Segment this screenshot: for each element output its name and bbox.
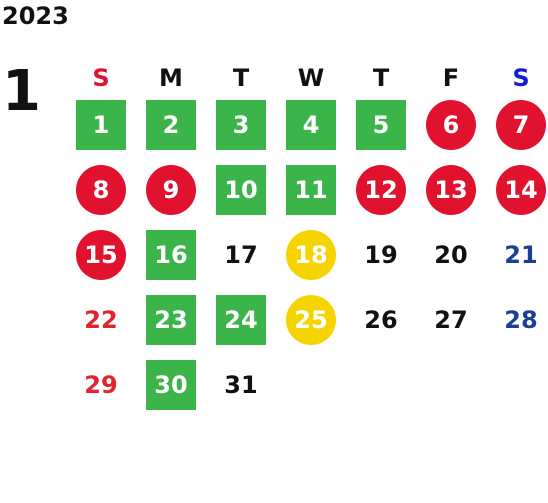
week-row: 15 16 17 18 19 20 21 <box>66 230 548 295</box>
day-cell: 13 <box>416 165 486 230</box>
weekday-header-row: S M T W T F S <box>66 62 548 100</box>
day-number: 8 <box>76 165 126 215</box>
weekday-saturday: S <box>512 64 530 92</box>
week-row: 29 30 31 <box>66 360 548 425</box>
day-number: 31 <box>224 371 258 399</box>
day-cell <box>276 360 346 425</box>
day-number: 13 <box>426 165 476 215</box>
day-cell: 2 <box>136 100 206 165</box>
day-cell: 11 <box>276 165 346 230</box>
day-cell: 16 <box>136 230 206 295</box>
day-cell: 10 <box>206 165 276 230</box>
day-cell <box>416 360 486 425</box>
day-number: 23 <box>146 295 196 345</box>
day-cell: 6 <box>416 100 486 165</box>
day-number: 18 <box>286 230 336 280</box>
week-row: 22 23 24 25 26 27 28 <box>66 295 548 360</box>
day-cell: 5 <box>346 100 416 165</box>
day-cell: 28 <box>486 295 548 360</box>
day-number: 29 <box>84 371 118 399</box>
day-number: 28 <box>504 306 538 334</box>
day-cell: 4 <box>276 100 346 165</box>
day-cell: 15 <box>66 230 136 295</box>
day-cell: 19 <box>346 230 416 295</box>
day-number: 6 <box>426 100 476 150</box>
day-cell: 21 <box>486 230 548 295</box>
day-cell: 12 <box>346 165 416 230</box>
day-number: 20 <box>434 241 468 269</box>
day-cell: 7 <box>486 100 548 165</box>
weekday-friday: F <box>442 64 460 92</box>
day-number: 11 <box>286 165 336 215</box>
day-cell: 22 <box>66 295 136 360</box>
weekday-monday: M <box>159 64 183 92</box>
day-cell: 20 <box>416 230 486 295</box>
day-cell: 27 <box>416 295 486 360</box>
month-label: 1 <box>2 59 41 124</box>
day-number: 12 <box>356 165 406 215</box>
day-number: 25 <box>286 295 336 345</box>
day-number: 30 <box>146 360 196 410</box>
day-number: 17 <box>224 241 258 269</box>
day-number: 14 <box>496 165 546 215</box>
day-number: 19 <box>364 241 398 269</box>
day-cell: 31 <box>206 360 276 425</box>
day-cell: 26 <box>346 295 416 360</box>
day-number: 21 <box>504 241 538 269</box>
weekday-sunday: S <box>92 64 110 92</box>
day-number: 26 <box>364 306 398 334</box>
day-number: 4 <box>286 100 336 150</box>
day-number: 15 <box>76 230 126 280</box>
day-cell: 1 <box>66 100 136 165</box>
day-cell: 17 <box>206 230 276 295</box>
day-number: 3 <box>216 100 266 150</box>
day-number: 27 <box>434 306 468 334</box>
day-cell: 14 <box>486 165 548 230</box>
day-number: 9 <box>146 165 196 215</box>
day-cell: 8 <box>66 165 136 230</box>
day-number: 5 <box>356 100 406 150</box>
day-cell: 18 <box>276 230 346 295</box>
day-number: 2 <box>146 100 196 150</box>
day-cell: 3 <box>206 100 276 165</box>
weekday-tuesday: T <box>232 64 250 92</box>
day-cell: 29 <box>66 360 136 425</box>
day-number: 7 <box>496 100 546 150</box>
day-cell: 30 <box>136 360 206 425</box>
weekday-wednesday: W <box>297 64 325 92</box>
day-number: 10 <box>216 165 266 215</box>
day-number: 22 <box>84 306 118 334</box>
day-cell: 24 <box>206 295 276 360</box>
year-label: 2023 <box>2 2 69 30</box>
day-cell <box>346 360 416 425</box>
day-number: 16 <box>146 230 196 280</box>
day-number: 24 <box>216 295 266 345</box>
day-cell <box>486 360 548 425</box>
day-number: 1 <box>76 100 126 150</box>
day-cell: 25 <box>276 295 346 360</box>
weekday-thursday: T <box>372 64 390 92</box>
day-cell: 23 <box>136 295 206 360</box>
day-cell: 9 <box>136 165 206 230</box>
